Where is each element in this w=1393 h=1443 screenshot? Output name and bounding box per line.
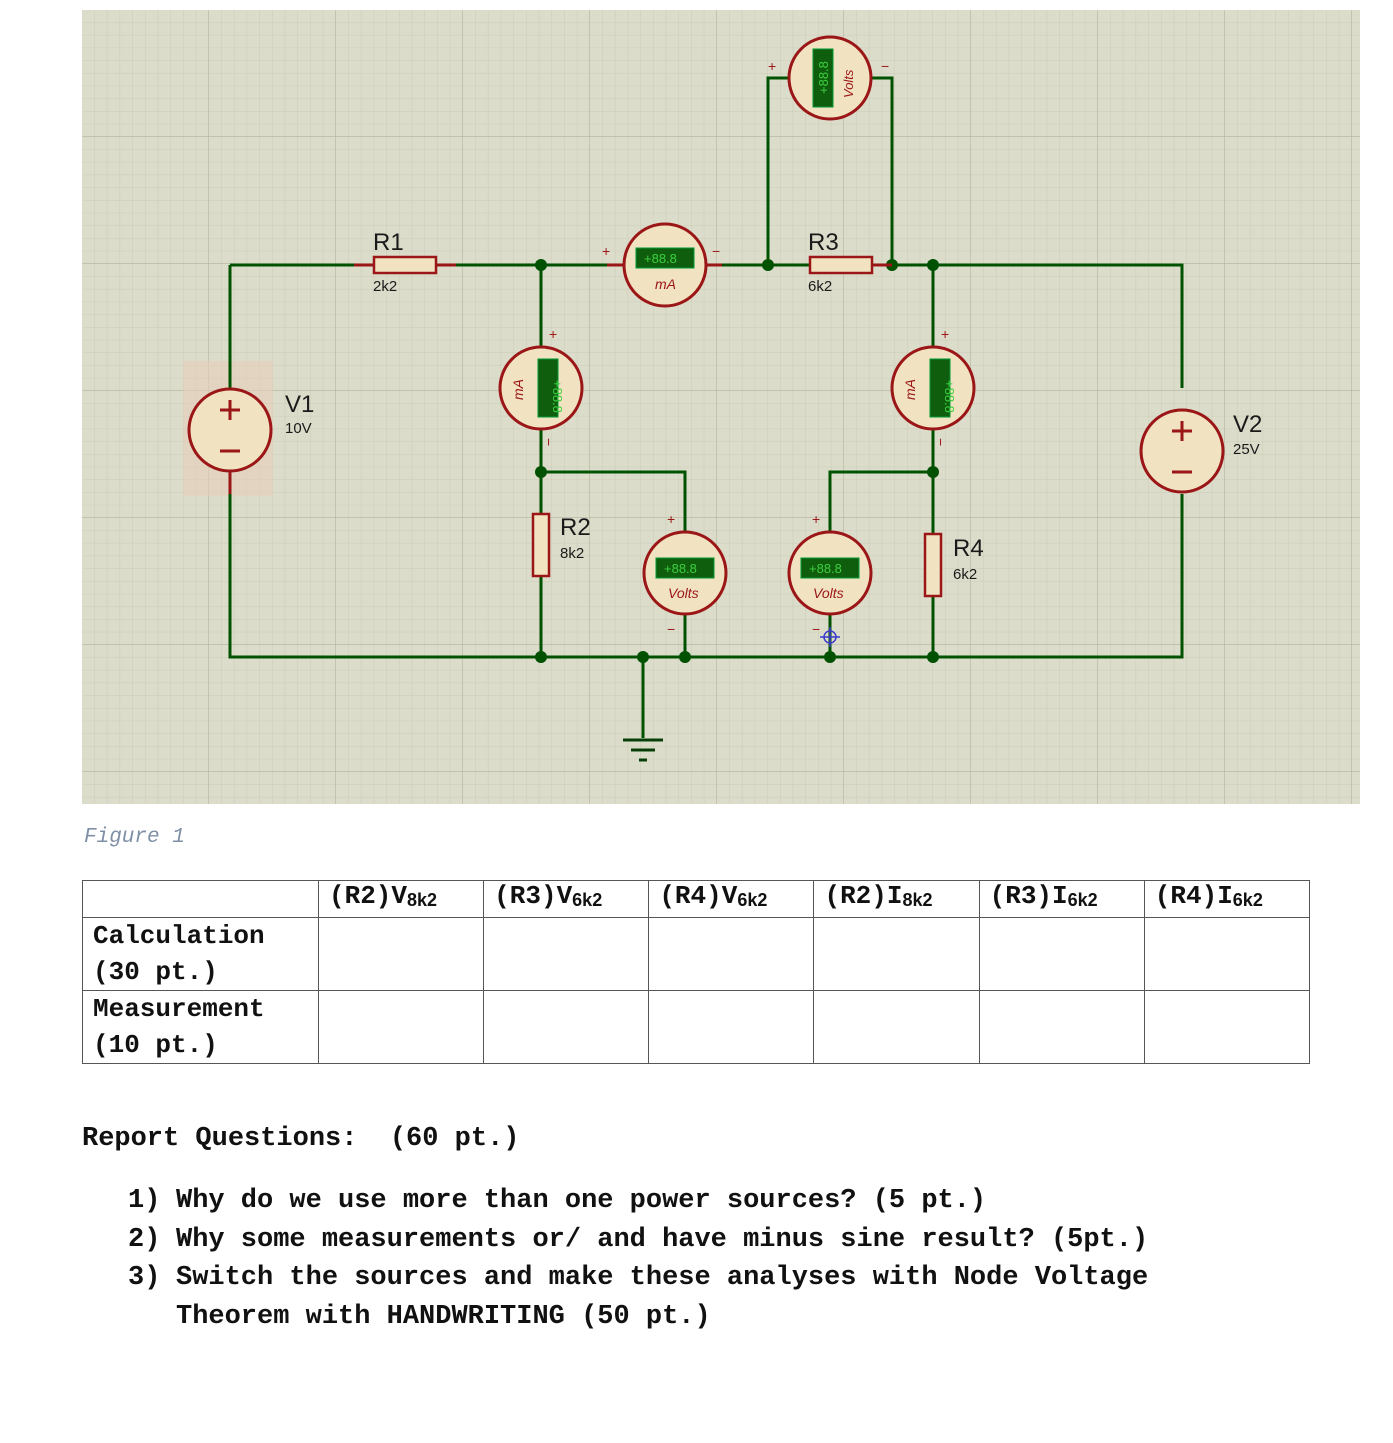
cell-meas-r3-i[interactable] [978, 990, 1145, 1064]
report-questions-list: 1) Why do we use more than one power sour… [128, 1182, 1236, 1336]
ammeter-r4-reading: +88.8 [942, 380, 957, 413]
question-number: 3) [128, 1263, 161, 1293]
v1-ref: V1 [285, 391, 314, 418]
v2-ref: V2 [1233, 411, 1262, 438]
ammeter-top-unit: mA [655, 276, 676, 292]
voltage-source-v1[interactable]: V1 10V [187, 387, 314, 494]
ammeter-r4-plus: + [941, 326, 949, 342]
ground-symbol [623, 738, 663, 762]
cell-calc-r3-v[interactable] [483, 917, 650, 991]
ammeter-top-reading: +88.8 [644, 251, 677, 266]
question-item: 3) Switch the sources and make these anal… [128, 1259, 1236, 1336]
r2-value: 8k2 [560, 545, 584, 562]
header-r3-voltage: (R3)V6k2 [483, 880, 650, 918]
ammeter-r2-plus: + [549, 326, 557, 342]
ammeter-r2-minus: − [541, 438, 557, 446]
voltmeter-across-r4[interactable]: +88.8 Volts + − [787, 511, 873, 637]
cell-meas-r4-i[interactable] [1143, 990, 1311, 1064]
cell-meas-r3-v[interactable] [483, 990, 650, 1064]
voltmeter-top-unit: Volts [841, 69, 856, 98]
voltmeter-r2-reading: +88.8 [664, 561, 697, 576]
header-r2-current: (R2)I8k2 [813, 880, 980, 918]
resistor-r4[interactable]: R4 6k2 [923, 532, 984, 598]
resistor-r1[interactable]: R1 2k2 [354, 229, 456, 295]
ammeter-top-minus: − [712, 243, 720, 259]
table-row-measurement: Measurement(10 pt.) [82, 990, 1311, 1064]
cell-meas-r4-v[interactable] [648, 990, 815, 1064]
header-r2-voltage: (R2)V8k2 [317, 880, 485, 918]
voltage-source-v2[interactable]: V2 25V [1139, 408, 1262, 494]
voltmeter-r2-plus: + [667, 511, 675, 527]
v1-value: 10V [285, 420, 312, 437]
ammeter-top-plus: + [602, 243, 610, 259]
v2-value: 25V [1233, 441, 1260, 458]
voltmeter-top-reading: +88.8 [816, 61, 831, 94]
voltmeter-r4-unit: Volts [813, 585, 844, 601]
grid-major [82, 10, 1360, 804]
ammeter-r2-reading: +88.8 [550, 380, 565, 413]
cell-meas-r2-i[interactable] [813, 990, 980, 1064]
question-number: 2) [128, 1224, 161, 1255]
question-text: Switch the sources and make these analys… [176, 1263, 1149, 1332]
results-table: (R2)V8k2 (R3)V6k2 (R4)V6k2 (R2)I8k2 (R3)… [82, 880, 1311, 1064]
ammeter-series-r3[interactable]: +88.8 mA + − [602, 222, 722, 308]
voltmeter-r4-minus: − [812, 621, 820, 637]
cell-calc-r4-i[interactable] [1143, 917, 1311, 991]
r1-ref: R1 [373, 229, 404, 256]
voltmeter-top-minus: − [881, 58, 889, 74]
voltmeter-r2-minus: − [667, 621, 675, 637]
resistor-r2[interactable]: R2 8k2 [531, 512, 591, 578]
voltmeter-across-r2[interactable]: +88.8 Volts + − [642, 511, 728, 637]
ammeter-r2-unit: mA [510, 379, 526, 400]
crosshair-cursor-icon [820, 627, 840, 647]
circuit-schematic: R1 2k2 R3 6k2 R2 8k2 R4 6k2 V1 10V V2 25… [82, 10, 1360, 804]
row-label-measurement: Measurement(10 pt.) [82, 990, 319, 1064]
r3-ref: R3 [808, 229, 839, 256]
cell-calc-r2-v[interactable] [317, 917, 485, 991]
r1-value: 2k2 [373, 278, 397, 295]
ammeter-series-r2[interactable]: +88.8 mA + − [498, 326, 584, 446]
table-header-row: (R2)V8k2 (R3)V6k2 (R4)V6k2 (R2)I8k2 (R3)… [82, 880, 1311, 918]
header-r3-current: (R3)I6k2 [978, 880, 1145, 918]
cell-calc-r4-v[interactable] [648, 917, 815, 991]
ammeter-r4-unit: mA [902, 379, 918, 400]
table-row-calculation: Calculation(30 pt.) [82, 917, 1311, 991]
table-corner-cell [82, 880, 319, 918]
voltmeter-top-plus: + [768, 58, 776, 74]
row-label-calculation: Calculation(30 pt.) [82, 917, 319, 991]
resistor-r3[interactable]: R3 6k2 [808, 229, 892, 295]
header-r4-voltage: (R4)V6k2 [648, 880, 815, 918]
voltmeter-r4-plus: + [812, 511, 820, 527]
voltmeter-across-r3[interactable]: +88.8 Volts + − [768, 35, 889, 121]
r4-ref: R4 [953, 535, 984, 562]
question-text: Why some measurements or/ and have minus… [176, 1224, 1149, 1255]
r3-value: 6k2 [808, 278, 832, 295]
voltmeter-r2-unit: Volts [668, 585, 699, 601]
question-number: 1) [128, 1186, 161, 1216]
r4-value: 6k2 [953, 566, 977, 583]
ammeter-series-r4[interactable]: +88.8 mA + − [890, 326, 976, 446]
question-text: Why do we use more than one power source… [176, 1186, 987, 1216]
junction-dots [535, 259, 939, 663]
header-r4-current: (R4)I6k2 [1143, 880, 1311, 918]
question-item: 2) Why some measurements or/ and have min… [128, 1221, 1236, 1260]
cell-meas-r2-v[interactable] [317, 990, 485, 1064]
cell-calc-r2-i[interactable] [813, 917, 980, 991]
cell-calc-r3-i[interactable] [978, 917, 1145, 991]
r2-ref: R2 [560, 514, 591, 541]
report-questions-heading: Report Questions: (60 pt.) [82, 1124, 520, 1154]
ammeter-r4-minus: − [933, 438, 949, 446]
figure-caption: Figure 1 [84, 826, 185, 849]
question-item: 1) Why do we use more than one power sour… [128, 1182, 1236, 1221]
voltmeter-r4-reading: +88.8 [809, 561, 842, 576]
